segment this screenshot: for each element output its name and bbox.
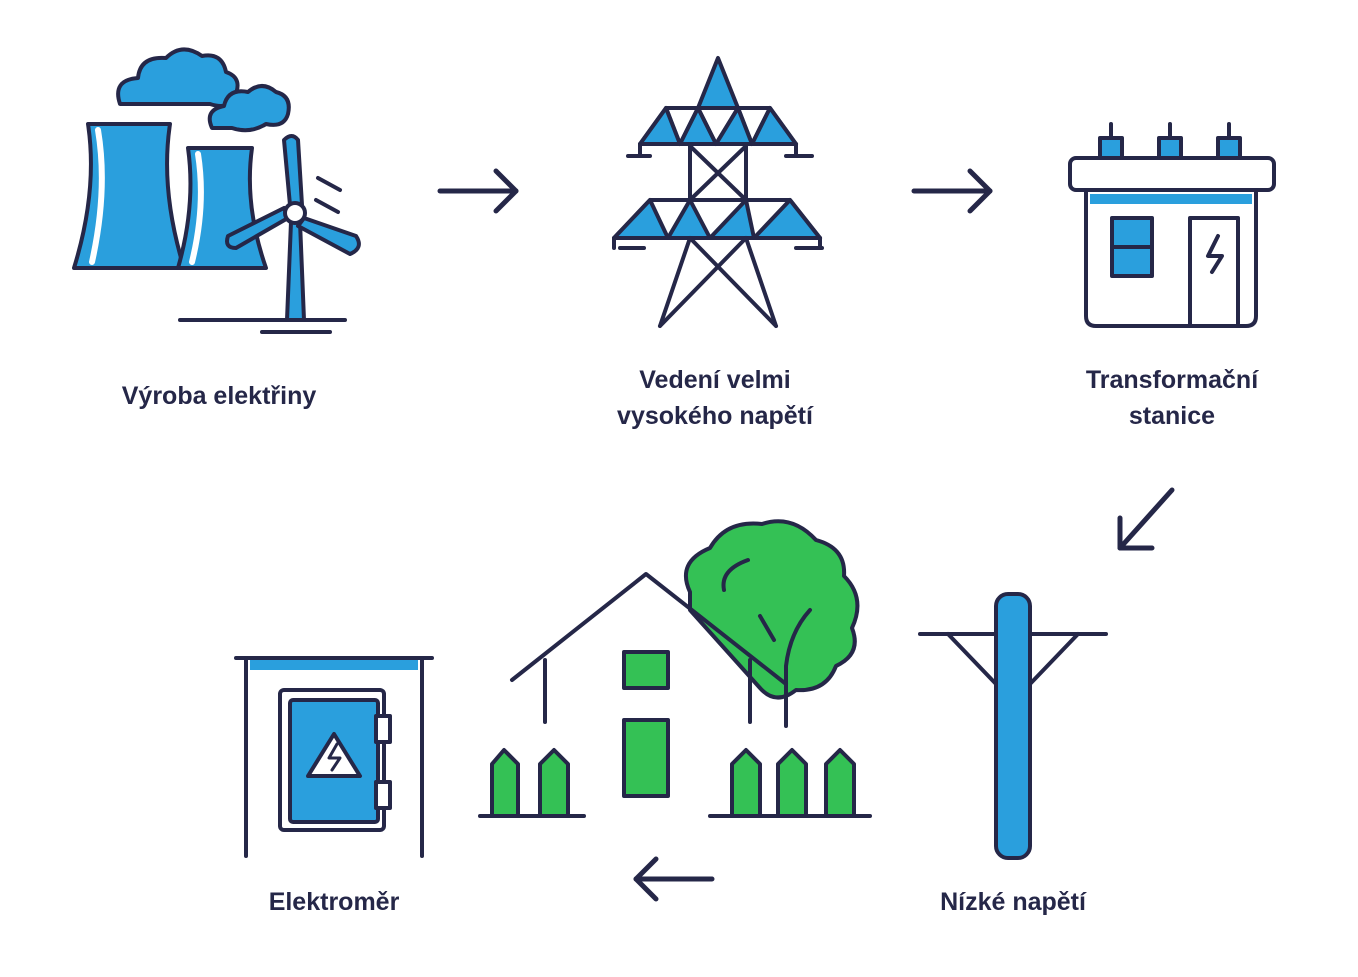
arrow-down-left-icon <box>1117 487 1175 551</box>
step-label-transmission: Vedení velmi vysokého napětí <box>617 366 813 430</box>
step-label-generation: Výroba elektřiny <box>121 382 317 410</box>
power-plant-wind-turbine-icon <box>72 47 361 334</box>
step-label-substation: Transformační stanice <box>1085 366 1259 430</box>
step-label-low-voltage: Nízké napětí <box>940 888 1086 916</box>
house-with-tree-icon <box>478 519 872 818</box>
step-label-meter: Elektroměr <box>268 888 400 916</box>
high-voltage-pylon-icon <box>612 56 824 328</box>
utility-pole-icon <box>918 592 1108 860</box>
arrow-right-icon <box>911 168 993 214</box>
transformer-station-icon <box>1068 122 1276 328</box>
arrow-left-icon <box>633 856 715 902</box>
arrow-right-icon <box>437 168 519 214</box>
electric-meter-box-icon <box>234 656 434 858</box>
